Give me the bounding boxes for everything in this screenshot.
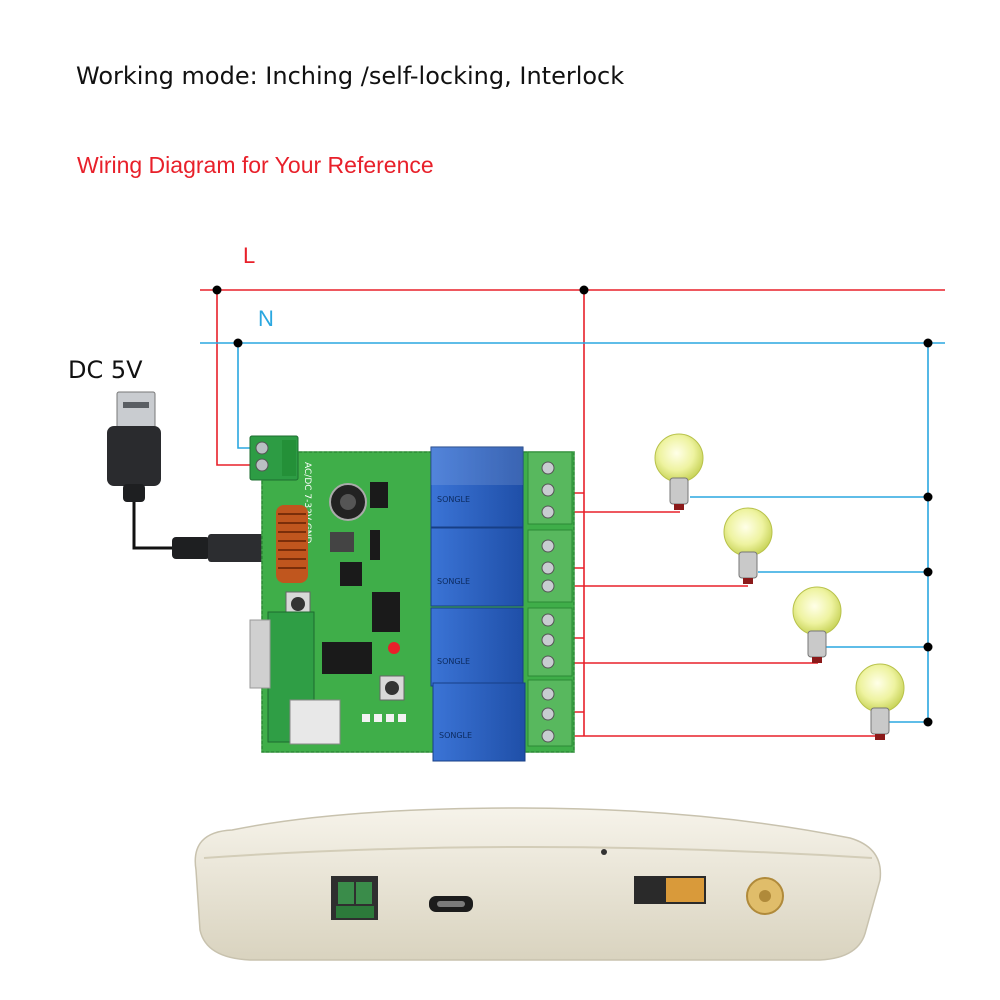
terminal-port [331, 876, 378, 920]
light-bulb-4 [855, 663, 905, 740]
relay-1-brand: SONGLE [437, 495, 470, 504]
antenna-coil [276, 505, 308, 583]
output-terminals [527, 451, 573, 747]
light-bulb-3 [792, 586, 842, 663]
relay-1: SONGLE [430, 446, 524, 528]
relay-2: SONGLE [430, 527, 524, 607]
neutral-label: N [258, 306, 274, 331]
line-label: L [243, 243, 256, 268]
relay-3: SONGLE [430, 607, 524, 687]
slide-switch [634, 876, 706, 904]
wiring-diagram-title: Wiring Diagram for Your Reference [77, 152, 434, 178]
light-bulb-1 [654, 433, 704, 510]
relay-4-brand: SONGLE [439, 731, 472, 740]
board-silk-text: AC/DC 7-32V GND [302, 462, 312, 544]
relay-3-brand: SONGLE [437, 657, 470, 666]
power-label: DC 5V [68, 356, 143, 384]
relay-4: SONGLE [432, 682, 526, 762]
micro-usb-port [429, 896, 473, 912]
indicator-hole [601, 849, 607, 855]
light-bulb-2 [723, 507, 773, 584]
working-mode-text: Working mode: Inching /self-locking, Int… [76, 62, 625, 90]
relay-board: AC/DC 7-32V GND [249, 435, 575, 762]
usb-cable [107, 391, 272, 562]
neutral-wires [200, 342, 945, 723]
relay-2-brand: SONGLE [437, 577, 470, 586]
line-wires [200, 289, 945, 737]
device-enclosure [194, 807, 882, 961]
